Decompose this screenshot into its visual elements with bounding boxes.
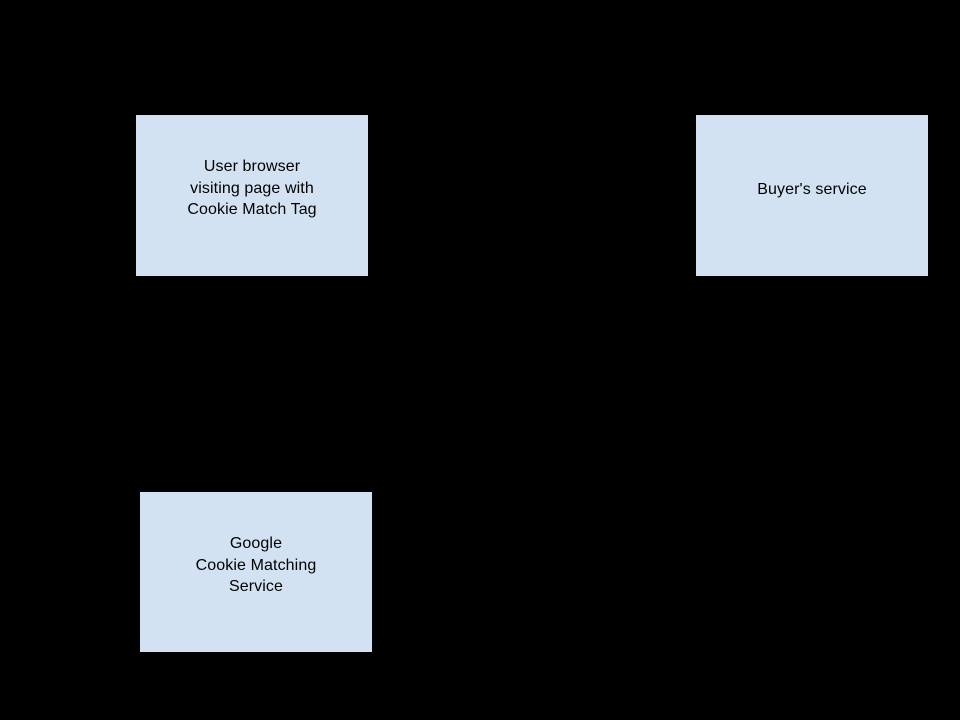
edge-buyers-service-to-google-cookie-matching [378,276,813,573]
edge-user-browser-to-buyers-service-arrowhead [686,191,696,201]
node-buyers-service[interactable]: Buyer's service [696,115,928,276]
node-google-cookie-matching-label: Google Cookie Matching Service [195,535,317,595]
node-buyers-service-label: Buyer's service [757,181,867,198]
edge-google-cookie-matching-to-user-browser-arrowhead [247,276,257,286]
node-user-browser[interactable]: User browser visiting page with Cookie M… [136,115,368,276]
node-google-cookie-matching[interactable]: Google Cookie Matching Service [140,492,372,652]
edge-buyers-service-to-google-cookie-matching-arrowhead [372,567,382,577]
node-user-browser-label: User browser visiting page with Cookie M… [187,158,317,218]
